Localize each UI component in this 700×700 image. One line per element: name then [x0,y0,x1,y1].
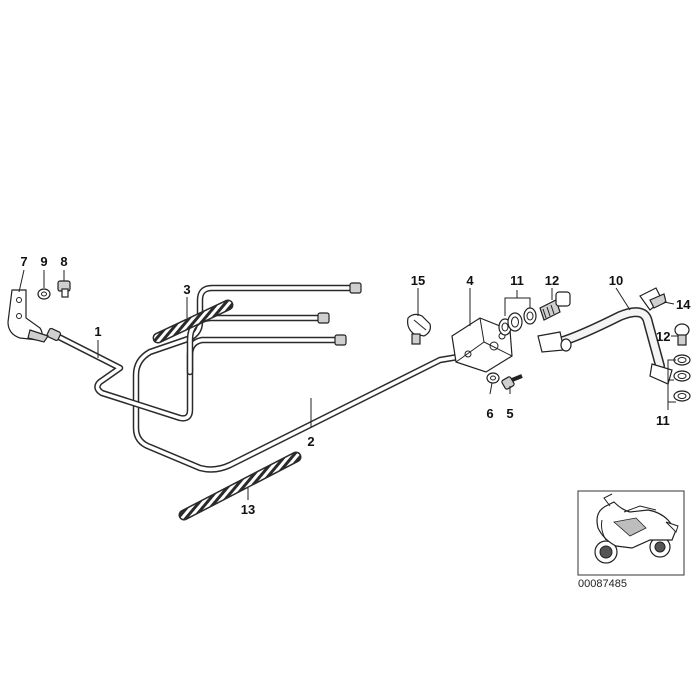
bolt-5 [501,374,523,390]
brake-hose-10 [537,307,673,385]
callout-3: 3 [183,282,190,297]
brake-pipe-2 [132,282,474,473]
callout-15: 15 [411,273,425,288]
callout-12-upper: 12 [545,273,559,288]
reference-number: 00087485 [578,578,627,590]
holder-bracket-7 [7,289,49,343]
leader-lines [18,269,678,500]
callout-13: 13 [241,502,255,517]
pipe-1-end-nut-lower [334,334,347,346]
clip-15 [407,313,431,345]
callout-8: 8 [60,254,67,269]
callout-10: 10 [609,273,623,288]
callout-1: 1 [94,324,101,339]
washer-6 [486,372,500,384]
sealing-rings-11-upper [498,307,537,336]
callout-labels: 7 9 8 1 3 2 15 4 6 5 11 12 10 14 12 11 1… [20,254,691,517]
protective-sleeve-3 [152,299,234,344]
callout-14: 14 [676,297,691,312]
bolt-8 [57,280,71,298]
callout-6: 6 [486,406,493,421]
pipe-1-union-nut [46,327,62,342]
washer-9 [37,288,51,300]
callout-9: 9 [40,254,47,269]
sealing-rings-11-lower [673,354,691,402]
pipe-1-end-nut-upper [317,312,330,324]
callout-2: 2 [307,434,314,449]
banjo-bolt-12-upper [539,291,571,321]
callout-5: 5 [506,406,513,421]
callout-11-upper: 11 [510,273,524,288]
distributor-4 [451,317,513,373]
motorcycle-icon [594,493,679,564]
motorcycle-locator-inset: 00087485 [577,490,685,590]
callout-7: 7 [20,254,27,269]
pipe-2-end-nut [349,282,362,294]
hose-clip-14 [639,287,667,311]
protective-sleeve-13 [178,451,302,521]
callout-11-lower: 11 [656,413,670,428]
banjo-bolt-12-lower [674,323,690,346]
callout-4: 4 [466,273,474,288]
callout-12-lower: 12 [656,329,670,344]
